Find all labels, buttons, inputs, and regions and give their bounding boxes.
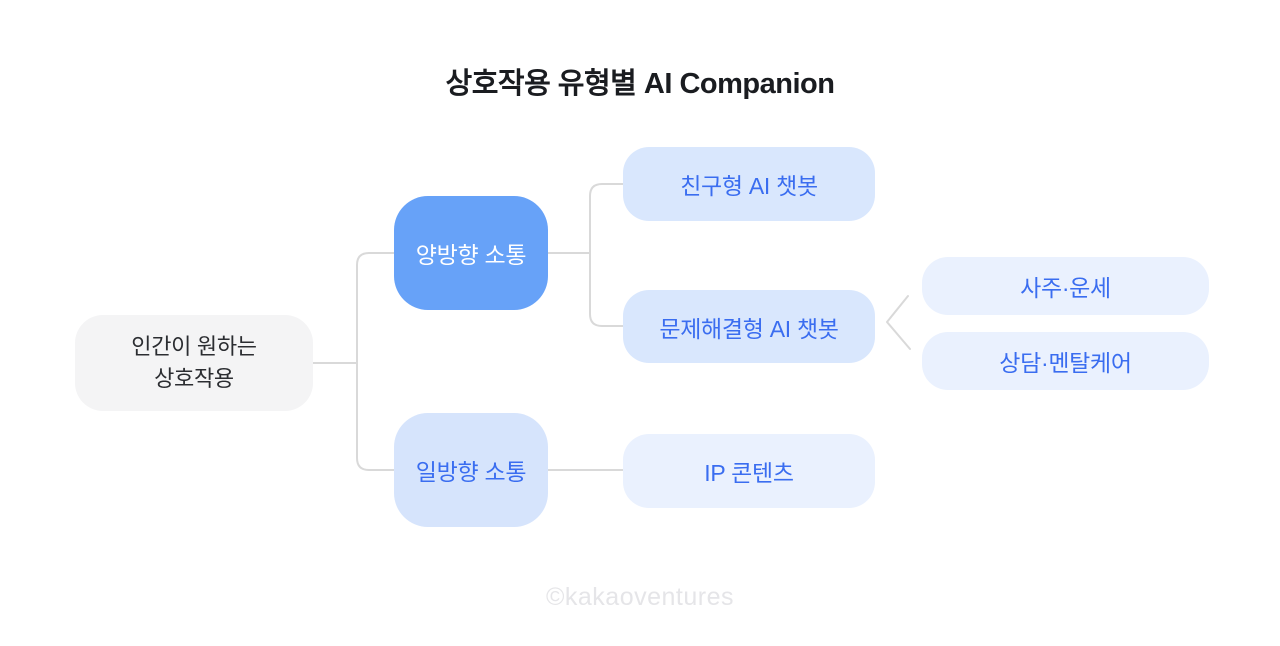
node-counseling-mental-care: 상담·멘탈케어 xyxy=(922,332,1209,390)
watermark: ©kakaoventures xyxy=(545,583,735,611)
node-two-way-label: 양방향 소통 xyxy=(415,242,527,268)
connector-problem-chevron xyxy=(886,295,911,350)
node-fortune-label: 사주·운세 xyxy=(1020,275,1111,301)
node-ip-content: IP 콘텐츠 xyxy=(623,434,875,508)
connector-root-bracket xyxy=(356,252,395,471)
node-fortune-telling: 사주·운세 xyxy=(922,257,1209,315)
node-root: 인간이 원하는 상호작용 xyxy=(75,315,313,411)
node-problem-label: 문제해결형 AI 챗봇 xyxy=(659,315,839,342)
node-problem-solving-ai-chatbot: 문제해결형 AI 챗봇 xyxy=(623,290,875,363)
node-one-way-communication: 일방향 소통 xyxy=(394,413,548,527)
node-root-label-line2: 상호작용 xyxy=(154,366,234,391)
node-counsel-label: 상담·멘탈케어 xyxy=(999,350,1132,376)
node-root-label-line1: 인간이 원하는 xyxy=(131,334,257,360)
node-friend-label: 친구형 AI 챗봇 xyxy=(680,173,818,199)
node-two-way-communication: 양방향 소통 xyxy=(394,196,548,310)
node-ip-label: IP 콘텐츠 xyxy=(704,460,794,486)
node-one-way-label: 일방향 소통 xyxy=(415,459,527,485)
connector-two-way-bracket xyxy=(589,183,624,327)
diagram-title: 상호작용 유형별 AI Companion xyxy=(445,68,835,100)
node-friend-ai-chatbot: 친구형 AI 챗봇 xyxy=(623,147,875,221)
